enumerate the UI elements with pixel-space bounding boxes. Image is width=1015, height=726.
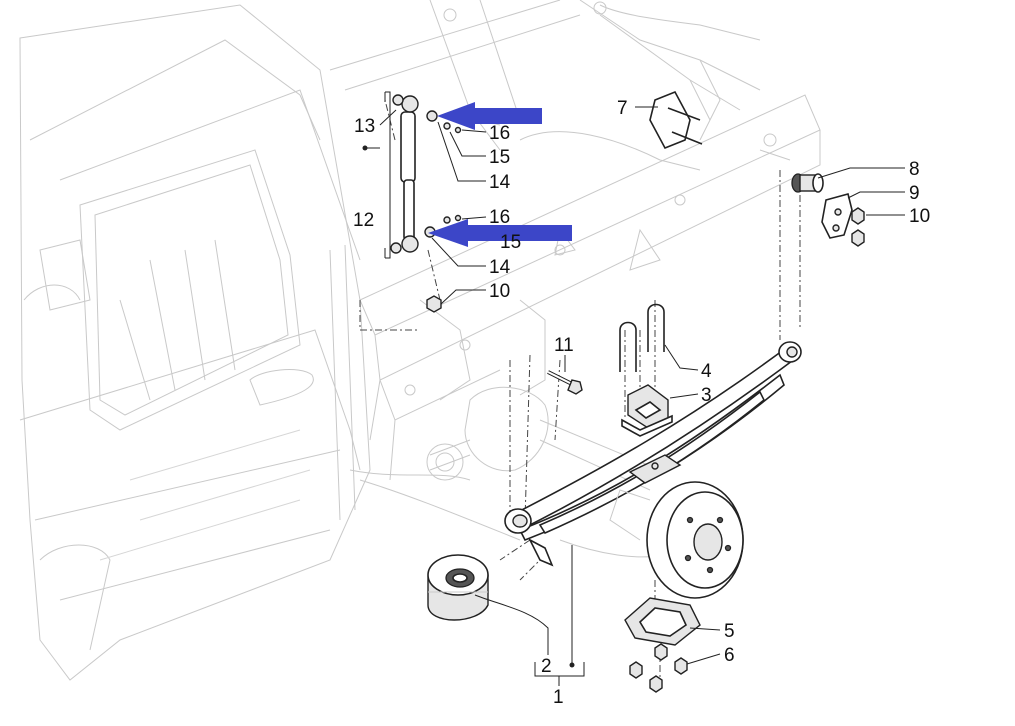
vehicle-cab-outline — [19, 4, 371, 681]
brake-drum — [609, 481, 744, 599]
callout-15-lower[interactable]: 15 — [500, 232, 521, 253]
callout-6[interactable]: 6 — [724, 645, 735, 666]
callout-13[interactable]: 13 — [354, 116, 375, 137]
callout-10-shackle[interactable]: 10 — [909, 206, 930, 227]
callout-8[interactable]: 8 — [909, 159, 920, 180]
callout-14-lower[interactable]: 14 — [489, 257, 511, 278]
callout-11[interactable]: 11 — [554, 335, 574, 356]
shackle-plate-9[interactable] — [821, 193, 853, 239]
bolt-11[interactable] — [547, 370, 583, 395]
callout-4[interactable]: 4 — [701, 361, 712, 382]
nuts-6[interactable] — [629, 643, 688, 693]
callout-14-upper[interactable]: 14 — [489, 172, 511, 193]
callout-10-frame[interactable]: 10 — [489, 281, 510, 302]
axle-spacer-3[interactable] — [621, 384, 673, 437]
shackle-bracket-7[interactable] — [649, 90, 703, 150]
callout-15-upper[interactable]: 15 — [489, 147, 510, 168]
callout-labels: 13 16 15 14 12 16 15 14 10 7 8 9 10 11 4… — [353, 98, 930, 708]
callout-1[interactable]: 1 — [553, 687, 564, 708]
upper-mount-arrow-icon — [437, 102, 542, 130]
callout-3[interactable]: 3 — [701, 385, 712, 406]
nut-10-shackle[interactable] — [851, 207, 865, 247]
shock-bracket-12 — [385, 91, 391, 259]
shackle-bushing-8[interactable] — [791, 173, 824, 193]
spring-seat-5[interactable] — [624, 597, 701, 646]
callout-9[interactable]: 9 — [909, 183, 920, 204]
callout-16-upper[interactable]: 16 — [489, 123, 510, 144]
leaf-spring[interactable] — [504, 341, 802, 567]
highlight-arrows — [428, 102, 572, 247]
callout-5[interactable]: 5 — [724, 621, 735, 642]
callout-2[interactable]: 2 — [541, 656, 552, 677]
callout-leaders — [362, 106, 905, 686]
lower-mount-arrow-icon — [428, 219, 572, 247]
callout-16-lower[interactable]: 16 — [489, 207, 510, 228]
callout-7[interactable]: 7 — [617, 98, 628, 119]
nut-10-frame[interactable] — [426, 295, 442, 313]
eye-bushing-2[interactable] — [427, 554, 489, 621]
callout-12[interactable]: 12 — [353, 210, 374, 231]
shock-absorber[interactable] — [390, 94, 462, 254]
u-bolts-4[interactable] — [619, 303, 665, 373]
